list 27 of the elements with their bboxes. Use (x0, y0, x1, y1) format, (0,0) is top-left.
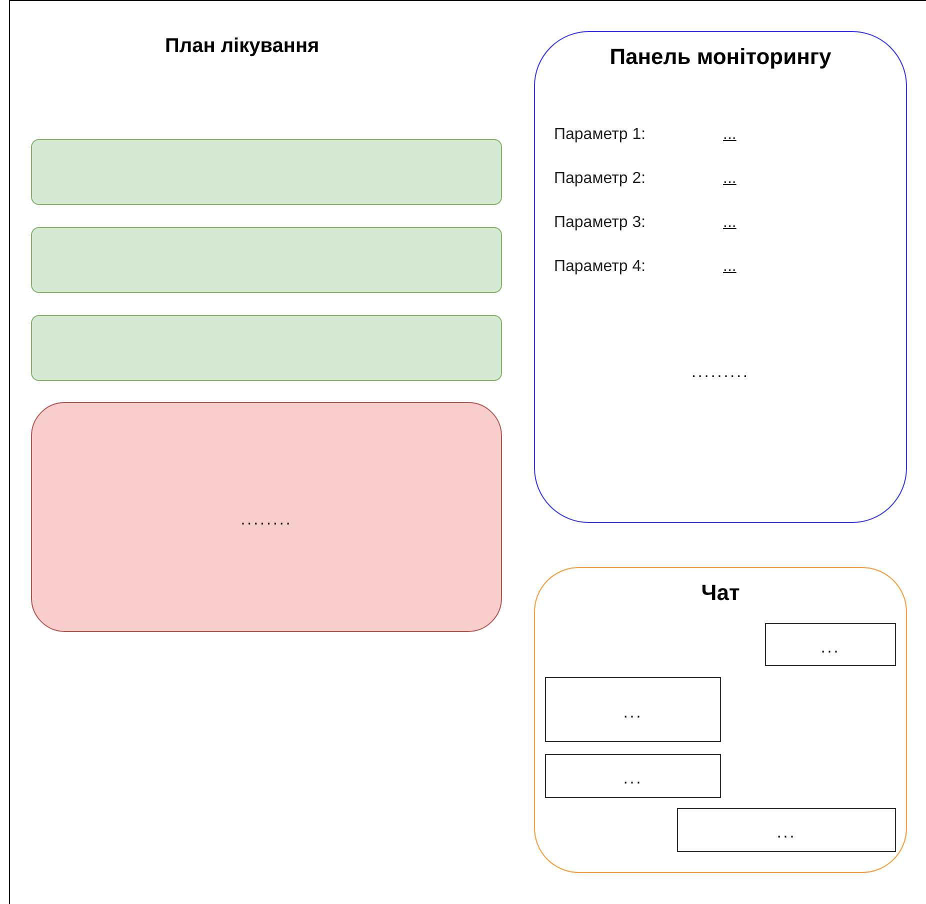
panel-title: Панель моніторингу (608, 44, 832, 70)
ellipsis-text: ... (776, 824, 798, 843)
chat-panel (534, 567, 907, 873)
ellipsis-text: ... (820, 639, 842, 658)
parameter-label: Параметр 3: (554, 214, 646, 232)
parameter-value: ... (723, 214, 736, 232)
message-box (545, 754, 721, 798)
ellipsis-text: ........ (240, 512, 294, 530)
parameter-value: ... (723, 126, 736, 144)
monitoring-panel (534, 31, 907, 523)
ellipsis-text: ... (622, 770, 644, 789)
parameter-label: Параметр 1: (554, 126, 646, 144)
message-box (765, 623, 896, 666)
message-box (545, 677, 721, 742)
message-box (677, 808, 896, 852)
parameter-value: ... (723, 258, 736, 276)
ellipsis-text: ......... (690, 364, 750, 382)
plan-item-card (31, 227, 502, 293)
ellipsis-text: ... (622, 704, 644, 722)
parameter-label: Параметр 4: (554, 258, 646, 276)
plan-item-card (31, 315, 502, 381)
plan-details-card (31, 402, 502, 632)
section-heading: План лікування (165, 35, 320, 58)
parameter-label: Параметр 2: (554, 170, 646, 188)
plan-item-card (31, 139, 502, 205)
panel-title: Чат (700, 580, 741, 606)
parameter-value: ... (723, 170, 736, 188)
